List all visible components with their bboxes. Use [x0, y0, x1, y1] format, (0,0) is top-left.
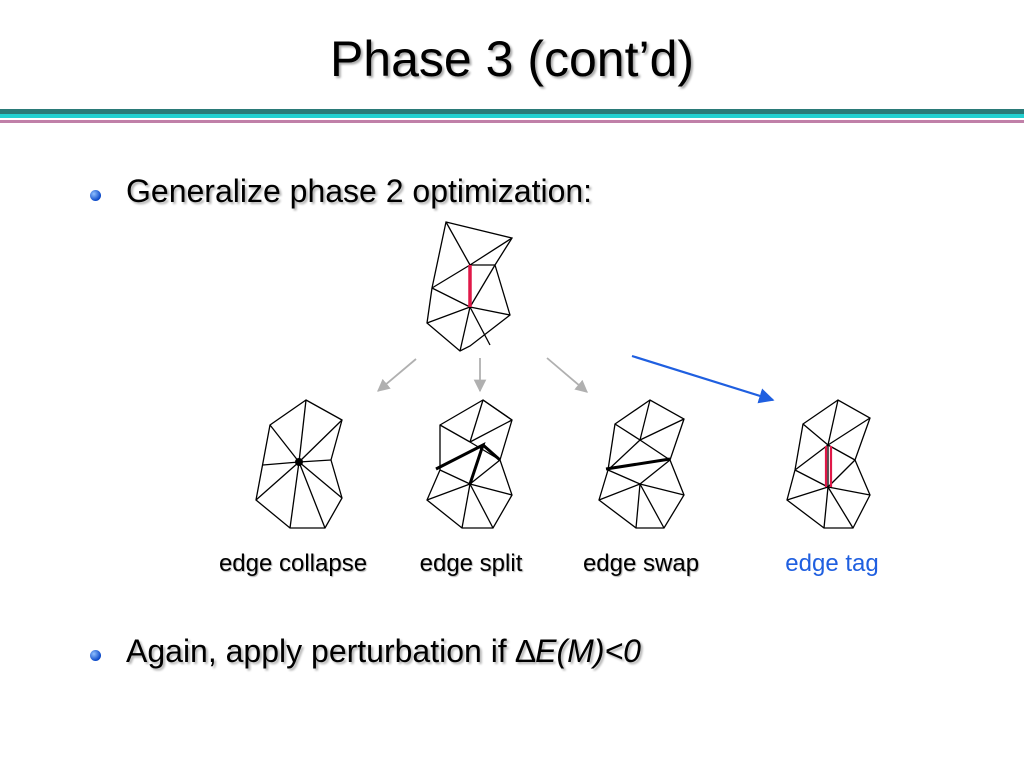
mesh-edge-split: [426, 399, 513, 529]
arrow-to-swap: [546, 357, 588, 393]
title-rule-gap: [0, 118, 1024, 120]
mesh-edge-swap: [598, 399, 685, 529]
slide-title: Phase 3 (cont’d): [329, 31, 695, 87]
bullet-dot-icon: [90, 650, 101, 661]
delta-symbol: ∆: [515, 633, 536, 669]
mesh-original: [426, 221, 514, 352]
bullet-text: Generalize phase 2 optimization:: [126, 173, 593, 209]
arrow-to-collapse: [377, 358, 417, 392]
label-edge-collapse: edge collapse: [218, 550, 368, 577]
label-edge-tag: edge tag: [785, 550, 879, 577]
mesh-edge-collapse: [255, 399, 343, 529]
arrow-to-tag: [631, 354, 775, 404]
bullet-text: Again, apply perturbation if ∆E(M)<0: [126, 633, 641, 670]
title-rule-pink: [0, 120, 1024, 123]
label-edge-split: edge split: [419, 550, 523, 577]
label-edge-swap: edge swap: [582, 550, 700, 577]
collapsed-vertex: [295, 458, 303, 466]
title-rule-cyan: [0, 114, 1024, 118]
bullet-prefix: Again, apply perturbation if: [126, 633, 516, 669]
mesh-edge-tag: [786, 399, 871, 529]
swapped-edge: [605, 457, 671, 471]
bullet-dot-icon: [90, 190, 101, 201]
title-rule-dark: [0, 109, 1024, 114]
energy-expression: E(M)<0: [535, 633, 641, 669]
